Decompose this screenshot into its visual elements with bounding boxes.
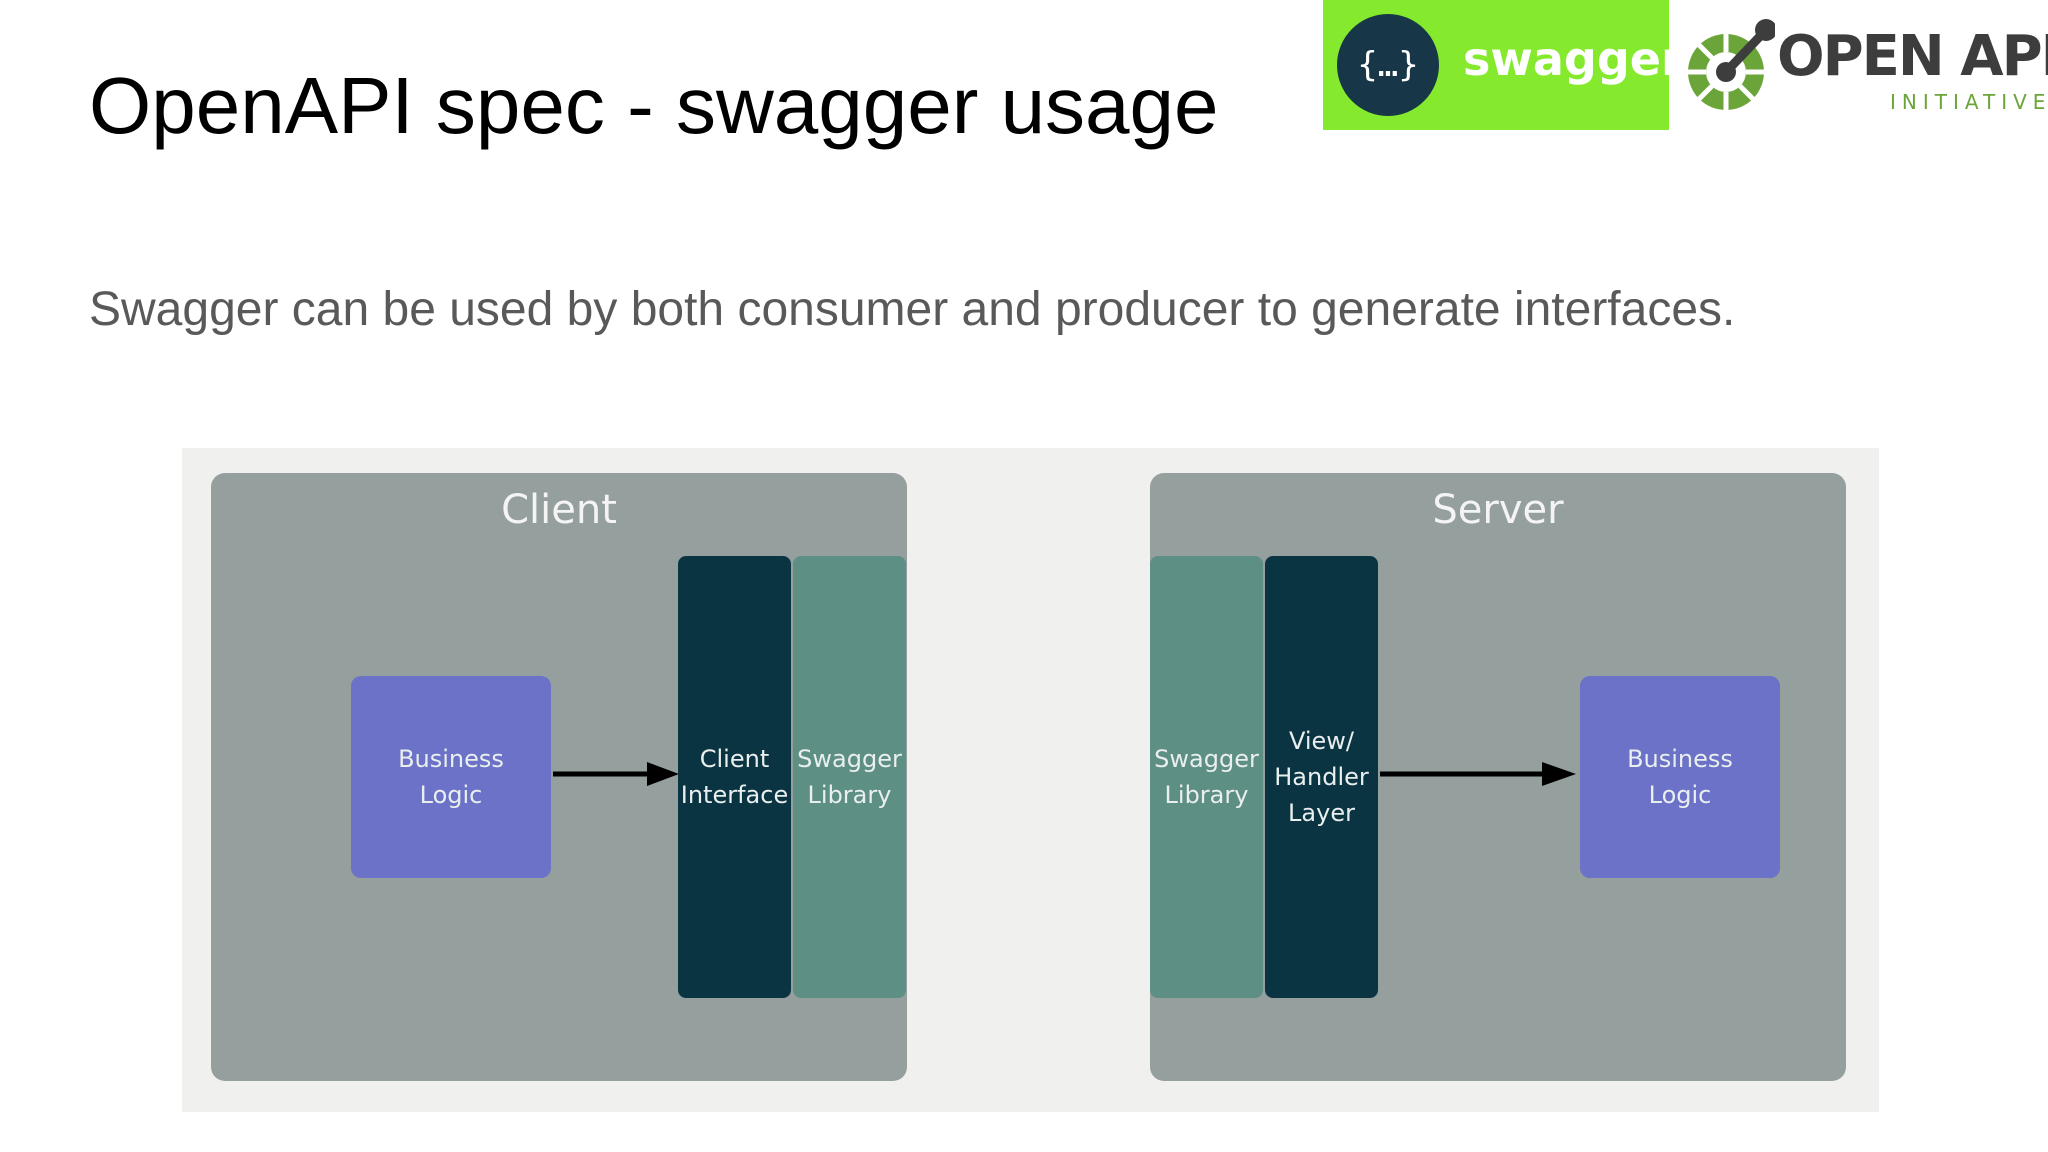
client-panel: Client Business Logic Client Interface S… [211,473,907,1081]
swagger-braces-icon: {…} [1337,14,1439,116]
openapi-logo-tagline: INITIATIVE [1890,90,2048,114]
slide-subtitle: Swagger can be used by both consumer and… [89,283,1736,336]
openapi-initiative-logo: OPEN API INITIATIVE [1680,10,2048,120]
client-business-logic-label: Business Logic [398,745,504,809]
server-handler-layer-block: View/ Handler Layer [1265,556,1378,998]
client-swagger-library-block: Swagger Library [793,556,906,998]
client-swagger-library-label: Swagger Library [797,745,902,809]
client-title: Client [501,487,617,533]
server-swagger-library-label: Swagger Library [1154,745,1259,809]
swagger-logo: {…} swagger [1323,0,1684,130]
server-panel: Server Swagger Library View/ Handler Lay… [1150,473,1846,1081]
client-business-logic-box: Business Logic [351,676,551,878]
server-business-logic-label: Business Logic [1627,745,1733,809]
server-business-logic-box: Business Logic [1580,676,1780,878]
swagger-logo-text: swagger [1463,32,1684,86]
client-arrow-icon [553,762,679,786]
openapi-logo-text: OPEN API [1777,24,2048,89]
server-title: Server [1432,487,1564,533]
server-swagger-library-block: Swagger Library [1150,556,1263,998]
architecture-diagram: Client Business Logic Client Interface S… [182,448,1879,1112]
client-interface-label: Client Interface [680,745,789,809]
client-interface-block: Client Interface [678,556,791,998]
slide-title: OpenAPI spec - swagger usage [89,61,1219,150]
openapi-emblem-icon [1688,19,1775,112]
server-arrow-icon [1380,762,1576,786]
server-handler-layer-label: View/ Handler Layer [1274,727,1369,827]
